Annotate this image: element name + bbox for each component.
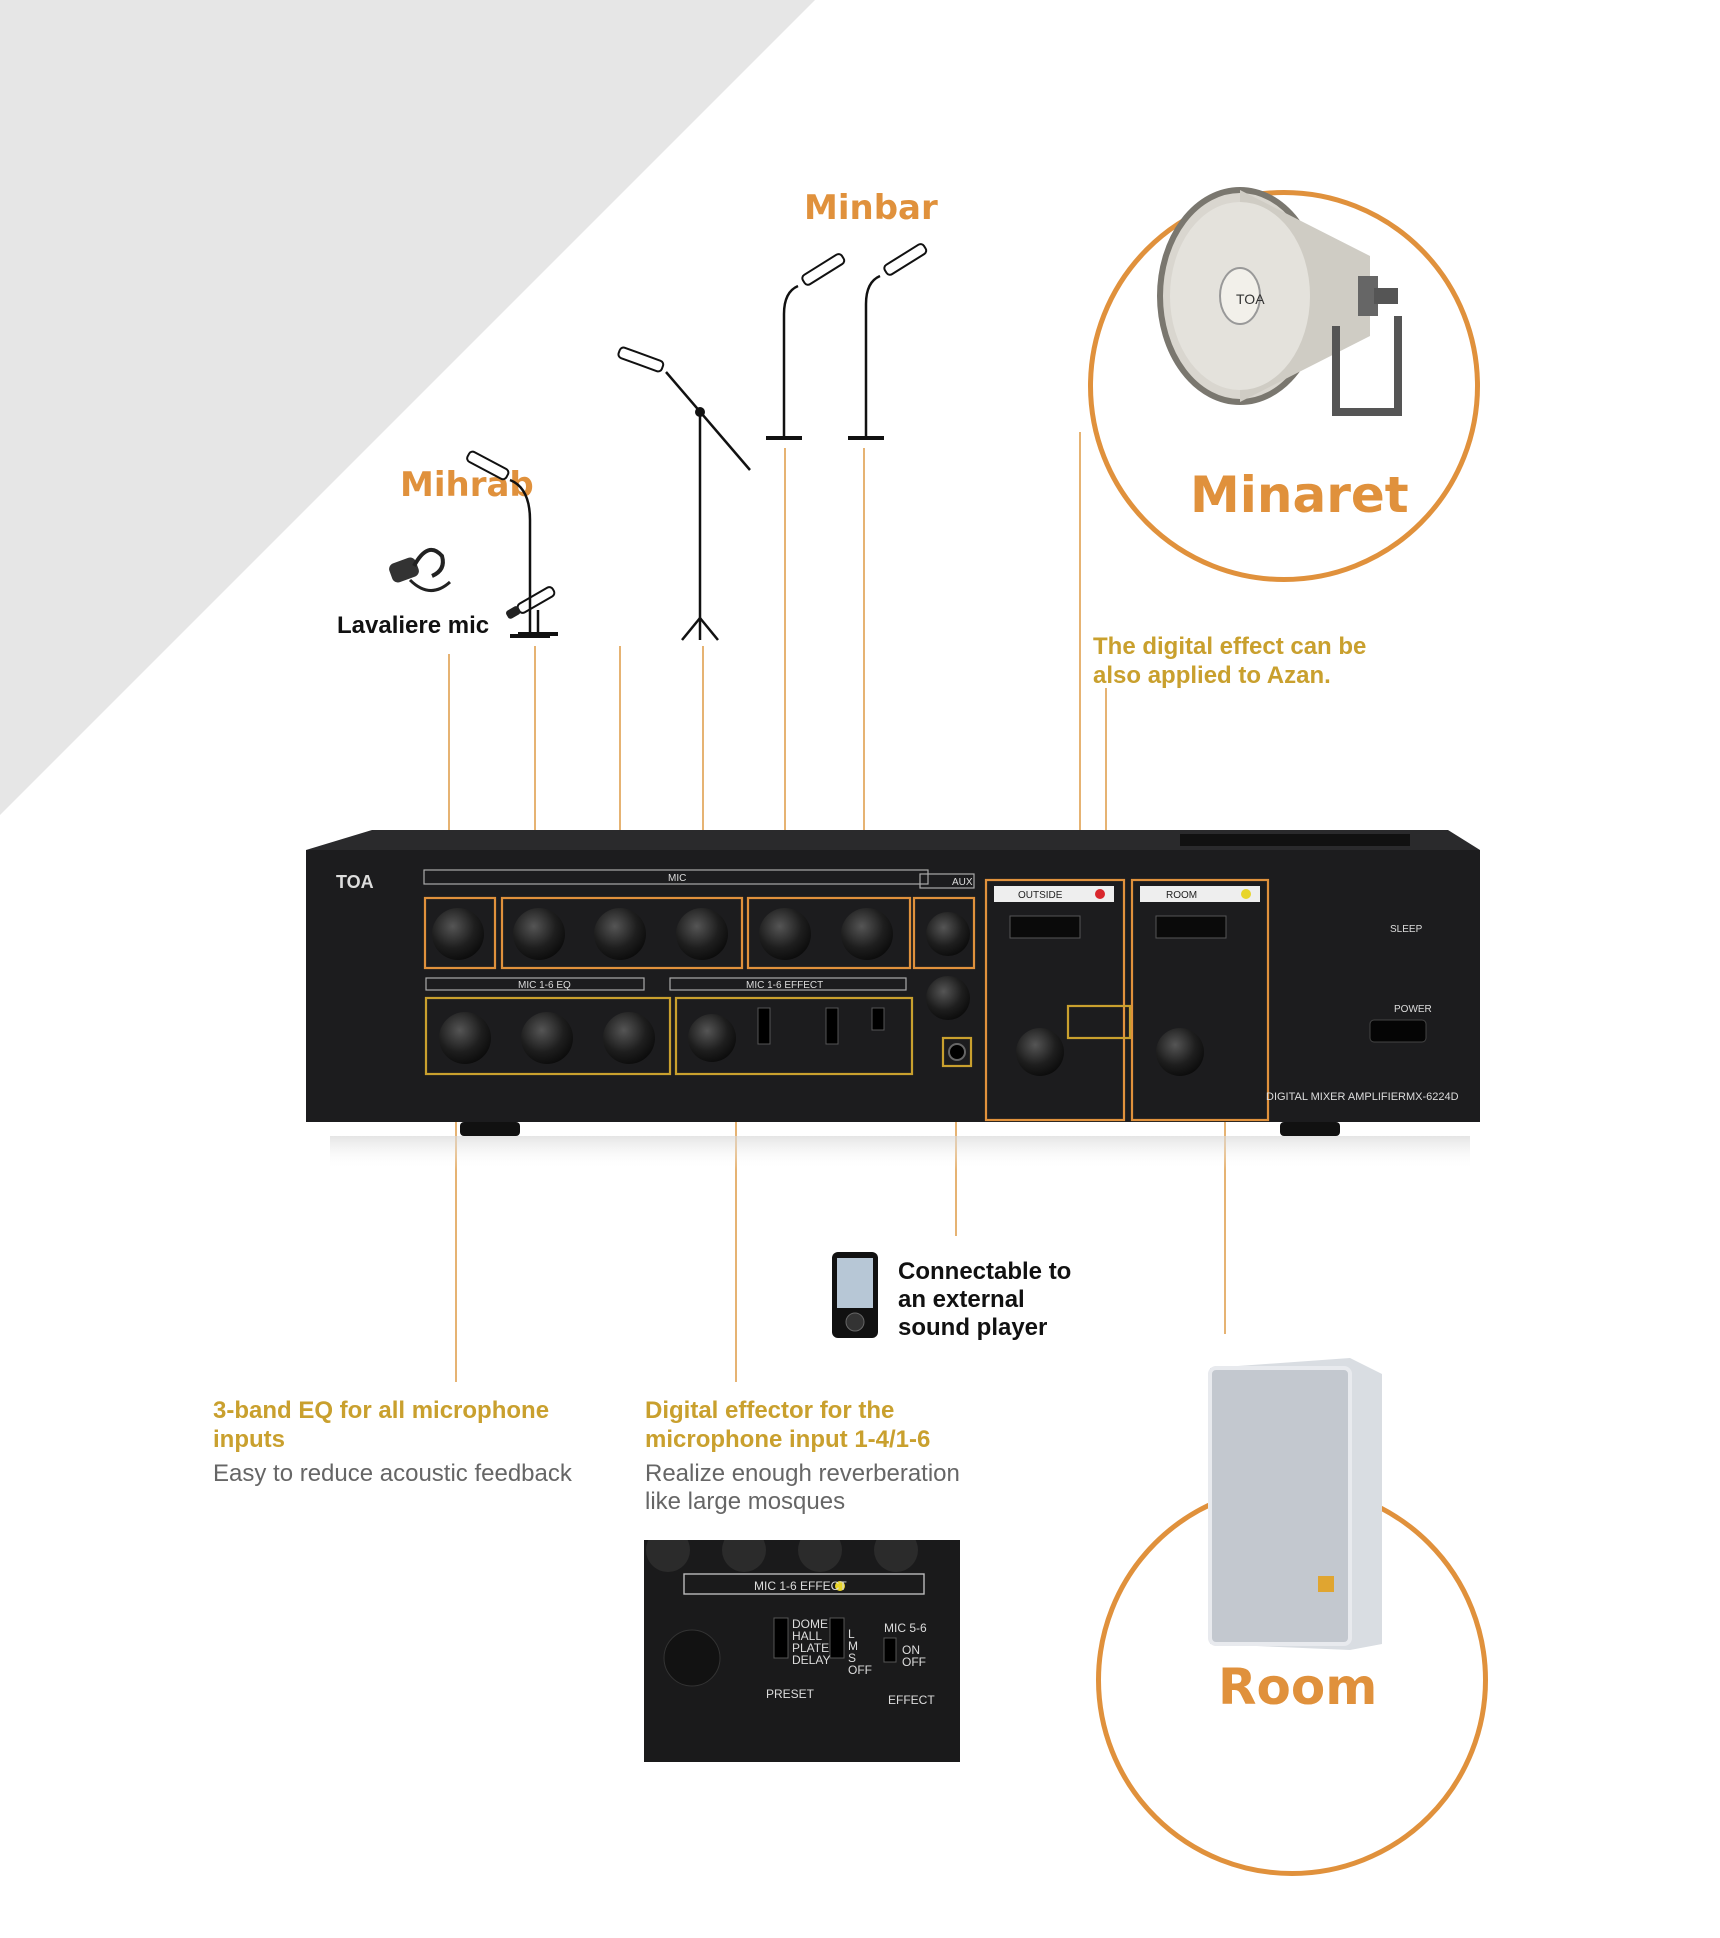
svg-text:MIC: MIC — [668, 873, 686, 884]
svg-text:S: S — [848, 1651, 856, 1665]
svg-text:SLEEP: SLEEP — [1390, 924, 1423, 935]
svg-text:DIGITAL MIXER AMPLIFIER: DIGITAL MIXER AMPLIFIER — [1266, 1091, 1406, 1103]
svg-text:OUTSIDE: OUTSIDE — [1018, 890, 1063, 901]
digital-mixer-amplifier: TOA MIC AUX MIC 1-6 EQ MIC 1-6 EFFECT OU… — [306, 830, 1480, 1170]
effector-description: Realize enough reverberation like large … — [645, 1460, 960, 1515]
eq-description: Easy to reduce acoustic feedback — [213, 1460, 572, 1487]
boom-stand-mic-icon — [617, 346, 751, 641]
eq-title: 3-band EQ for all microphone inputs — [213, 1397, 550, 1453]
mihrab-label: Mihrab — [400, 465, 534, 505]
svg-text:TOA: TOA — [1236, 291, 1265, 307]
lavaliere-mic-icon — [389, 547, 452, 592]
svg-text:MIC 5-6: MIC 5-6 — [884, 1621, 927, 1635]
svg-text:TOA: TOA — [336, 872, 374, 892]
svg-text:ROOM: ROOM — [1166, 890, 1197, 901]
external-player-label: Connectable to an external sound player — [898, 1258, 1072, 1341]
svg-text:MX-6224D: MX-6224D — [1406, 1091, 1459, 1103]
svg-text:L: L — [848, 1627, 855, 1641]
gooseneck-mic-icon — [506, 586, 558, 636]
horn-speaker-icon: TOA — [1157, 187, 1402, 416]
svg-text:MIC 1-6 EQ: MIC 1-6 EQ — [518, 980, 571, 991]
svg-text:AUX: AUX — [952, 877, 973, 888]
microphone-group — [389, 243, 928, 641]
svg-text:OFF: OFF — [848, 1663, 872, 1677]
wall-speaker-icon — [1208, 1358, 1382, 1650]
svg-text:ON: ON — [902, 1643, 920, 1657]
svg-text:DOME: DOME — [792, 1617, 828, 1631]
background-triangle — [0, 0, 815, 815]
gooseneck-mic-icon — [766, 253, 846, 440]
svg-text:POWER: POWER — [1394, 1004, 1432, 1015]
svg-text:DELAY: DELAY — [792, 1653, 830, 1667]
svg-text:MIC 1-6 EFFECT: MIC 1-6 EFFECT — [746, 980, 823, 991]
minaret-label: Minaret — [1190, 466, 1409, 524]
svg-text:M: M — [848, 1639, 858, 1653]
svg-text:PLATE: PLATE — [792, 1641, 829, 1655]
effect-closeup-photo: MIC 1-6 EFFECT DOME HALL PLATE DELAY L M… — [644, 1540, 960, 1762]
effector-title: Digital effector for the microphone inpu… — [645, 1397, 931, 1453]
minbar-label: Minbar — [804, 188, 938, 228]
svg-text:EFFECT: EFFECT — [888, 1693, 935, 1707]
svg-text:MIC 1-6 EFFECT: MIC 1-6 EFFECT — [754, 1579, 847, 1593]
azan-note: The digital effect can be also applied t… — [1093, 633, 1367, 689]
svg-text:OFF: OFF — [902, 1655, 926, 1669]
svg-text:PRESET: PRESET — [766, 1687, 815, 1701]
gooseneck-mic-icon — [848, 243, 928, 440]
lavaliere-label: Lavaliere mic — [337, 612, 490, 639]
room-label: Room — [1218, 1658, 1378, 1716]
gooseneck-mic-icon — [466, 450, 550, 638]
svg-text:HALL: HALL — [792, 1629, 822, 1643]
music-player-icon — [832, 1252, 878, 1338]
